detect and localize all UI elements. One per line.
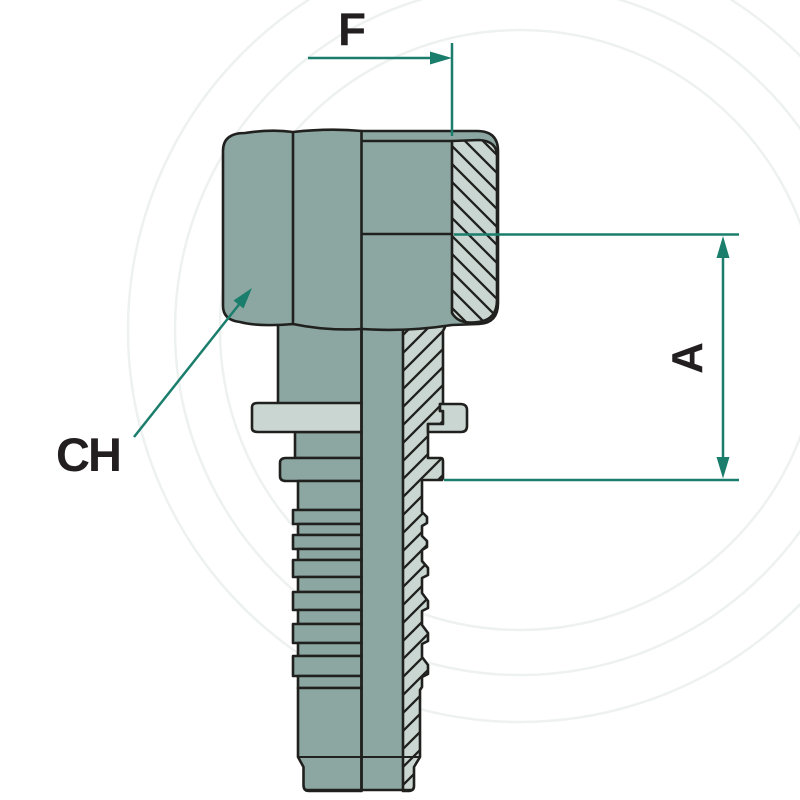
arrowhead-up-icon <box>716 236 730 258</box>
arrowhead-down-icon <box>716 457 730 479</box>
dimension-ch: CH <box>56 288 252 481</box>
detail-edges <box>291 129 454 792</box>
retaining-ring-left <box>250 401 363 434</box>
dimension-a: A <box>444 233 739 482</box>
arrowhead-leader-icon <box>233 288 252 309</box>
neck-lower-left <box>293 430 363 460</box>
collar-left <box>278 456 363 483</box>
wrench-size-label: CH <box>56 428 120 481</box>
arrowhead-right-icon <box>430 51 452 65</box>
hose-tail-left <box>296 686 363 793</box>
hose-fitting <box>221 128 500 793</box>
nut-wall-section <box>450 138 499 324</box>
neck-upper-left <box>276 322 363 406</box>
dimension-f: F <box>308 3 454 136</box>
hose-barbs-left <box>291 479 363 690</box>
dimension-a-label: A <box>663 342 712 374</box>
retaining-ring-section <box>426 402 469 434</box>
dimension-f-label: F <box>338 3 366 55</box>
